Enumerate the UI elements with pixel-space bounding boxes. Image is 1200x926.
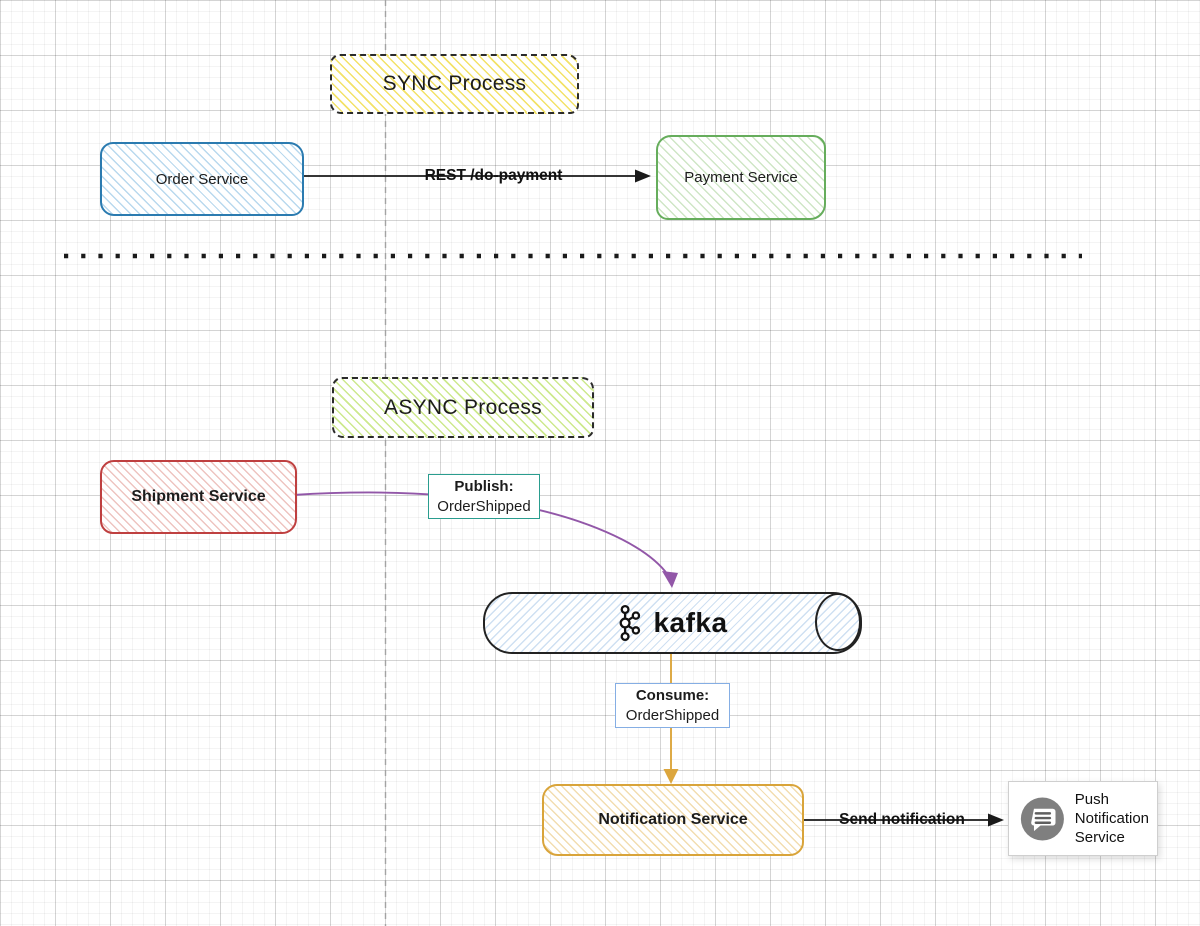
- shipment-service-node: Shipment Service: [100, 460, 297, 534]
- notification-service-label: Notification Service: [598, 811, 748, 828]
- kafka-logo-icon: [620, 604, 641, 642]
- consume-title: Consume:: [635, 686, 710, 704]
- send-notification-edge-label: Send notification: [839, 811, 965, 828]
- consume-event-name: OrderShipped: [625, 706, 720, 724]
- send-notification-arrow: [801, 813, 1004, 827]
- consume-event-label: Consume: OrderShipped: [615, 683, 730, 728]
- publish-title: Publish:: [454, 477, 514, 495]
- publish-event-label: Publish: OrderShipped: [428, 474, 540, 519]
- kafka-cylinder-endcap: [815, 593, 861, 651]
- push-service-label: Push Notification Service: [1075, 790, 1149, 847]
- payment-service-node: Payment Service: [656, 135, 826, 220]
- chat-bubble-icon: [1020, 796, 1064, 841]
- push-service-line2: Notification: [1074, 810, 1149, 827]
- rest-do-payment-edge-label: REST /do-payment: [424, 167, 563, 184]
- kafka-broker-node: kafka: [483, 592, 862, 654]
- publish-event-name: OrderShipped: [437, 497, 531, 515]
- async-process-section-label: ASYNC Process: [332, 377, 594, 438]
- async-process-title: ASYNC Process: [384, 395, 542, 419]
- push-service-line1: Push: [1074, 791, 1109, 808]
- payment-service-label: Payment Service: [684, 169, 798, 186]
- order-service-node: Order Service: [100, 142, 304, 216]
- sync-rest-arrow: [300, 169, 651, 183]
- kafka-label: kafka: [653, 607, 728, 638]
- notification-service-node: Notification Service: [542, 784, 804, 856]
- sync-process-title: SYNC Process: [382, 72, 527, 95]
- shipment-service-label: Shipment Service: [131, 488, 266, 505]
- order-service-label: Order Service: [155, 170, 249, 188]
- push-notification-service-card: Push Notification Service: [1008, 781, 1158, 856]
- sync-process-section-label: SYNC Process: [330, 54, 579, 114]
- push-service-line3: Service: [1074, 829, 1125, 846]
